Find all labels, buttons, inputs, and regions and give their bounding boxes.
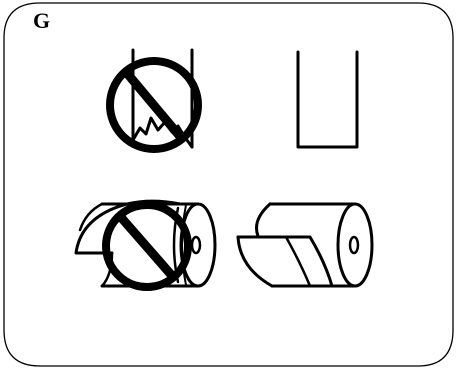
panel-letter: G <box>33 10 50 32</box>
panel-border <box>4 3 453 366</box>
